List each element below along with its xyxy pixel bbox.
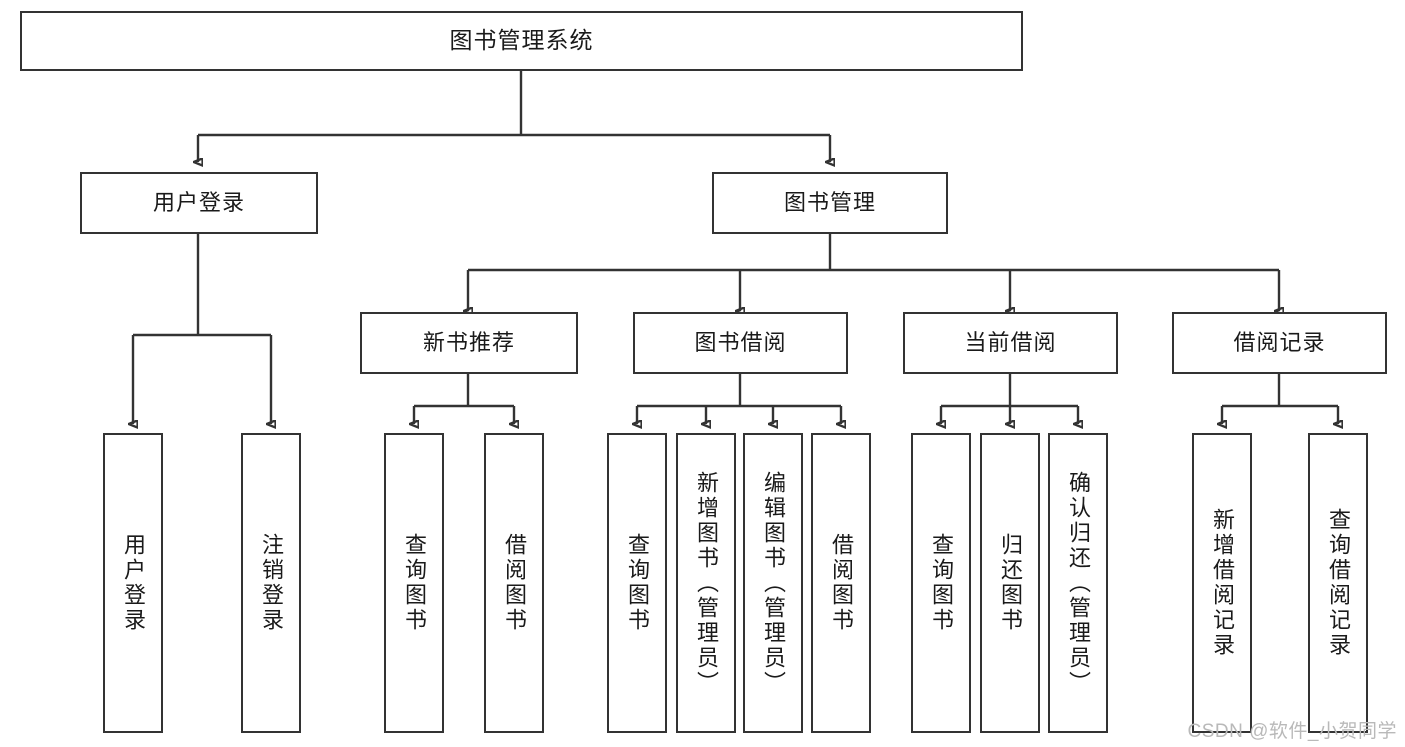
leaf-add-book-admin[interactable]: 新增图书（管理员） [676,433,736,733]
leaf-return-book[interactable]: 归还图书 [980,433,1040,733]
node-user-login[interactable]: 用户登录 [80,172,318,234]
node-label: 借阅图书 [501,533,527,633]
leaf-logout-login[interactable]: 注销登录 [241,433,301,733]
leaf-confirm-return-admin[interactable]: 确认归还（管理员） [1048,433,1108,733]
node-label: 用户登录 [152,190,245,216]
node-label: 图书管理 [783,190,876,216]
node-label: 归还图书 [997,533,1023,633]
node-book-borrow[interactable]: 图书借阅 [633,312,848,374]
leaf-user-login[interactable]: 用户登录 [103,433,163,733]
node-label: 图书借阅 [694,330,787,356]
leaf-add-borrow-record[interactable]: 新增借阅记录 [1192,433,1252,733]
node-book-management[interactable]: 图书管理 [712,172,948,234]
node-label: 查询图书 [928,533,954,633]
node-label: 当前借阅 [964,330,1057,356]
node-current-borrow[interactable]: 当前借阅 [903,312,1118,374]
node-label: 注销登录 [258,533,284,633]
leaf-query-book-borrow[interactable]: 查询图书 [607,433,667,733]
leaf-query-borrow-record[interactable]: 查询借阅记录 [1308,433,1368,733]
node-borrow-record[interactable]: 借阅记录 [1172,312,1387,374]
leaf-query-book-current-borrow[interactable]: 查询图书 [911,433,971,733]
node-label: 借阅记录 [1233,330,1326,356]
leaf-borrow-book[interactable]: 借阅图书 [811,433,871,733]
node-label: 用户登录 [120,533,146,633]
leaf-borrow-book-new-recommendation[interactable]: 借阅图书 [484,433,544,733]
node-label: 新增图书（管理员） [693,470,719,696]
node-label: 借阅图书 [828,533,854,633]
leaf-query-book-new-recommendation[interactable]: 查询图书 [384,433,444,733]
node-label: 新书推荐 [422,330,515,356]
node-label: 编辑图书（管理员） [760,470,786,696]
node-label: 查询图书 [624,533,650,633]
node-label: 查询图书 [401,533,427,633]
leaf-edit-book-admin[interactable]: 编辑图书（管理员） [743,433,803,733]
csdn-watermark: CSDN @软件_小贺同学 [1187,721,1397,742]
node-label: 确认归还（管理员） [1065,470,1091,696]
node-new-book-recommendation[interactable]: 新书推荐 [360,312,578,374]
node-label: 查询借阅记录 [1325,508,1351,658]
node-root-book-management-system[interactable]: 图书管理系统 [20,11,1023,71]
node-label: 图书管理系统 [449,27,594,54]
node-label: 新增借阅记录 [1209,508,1235,658]
